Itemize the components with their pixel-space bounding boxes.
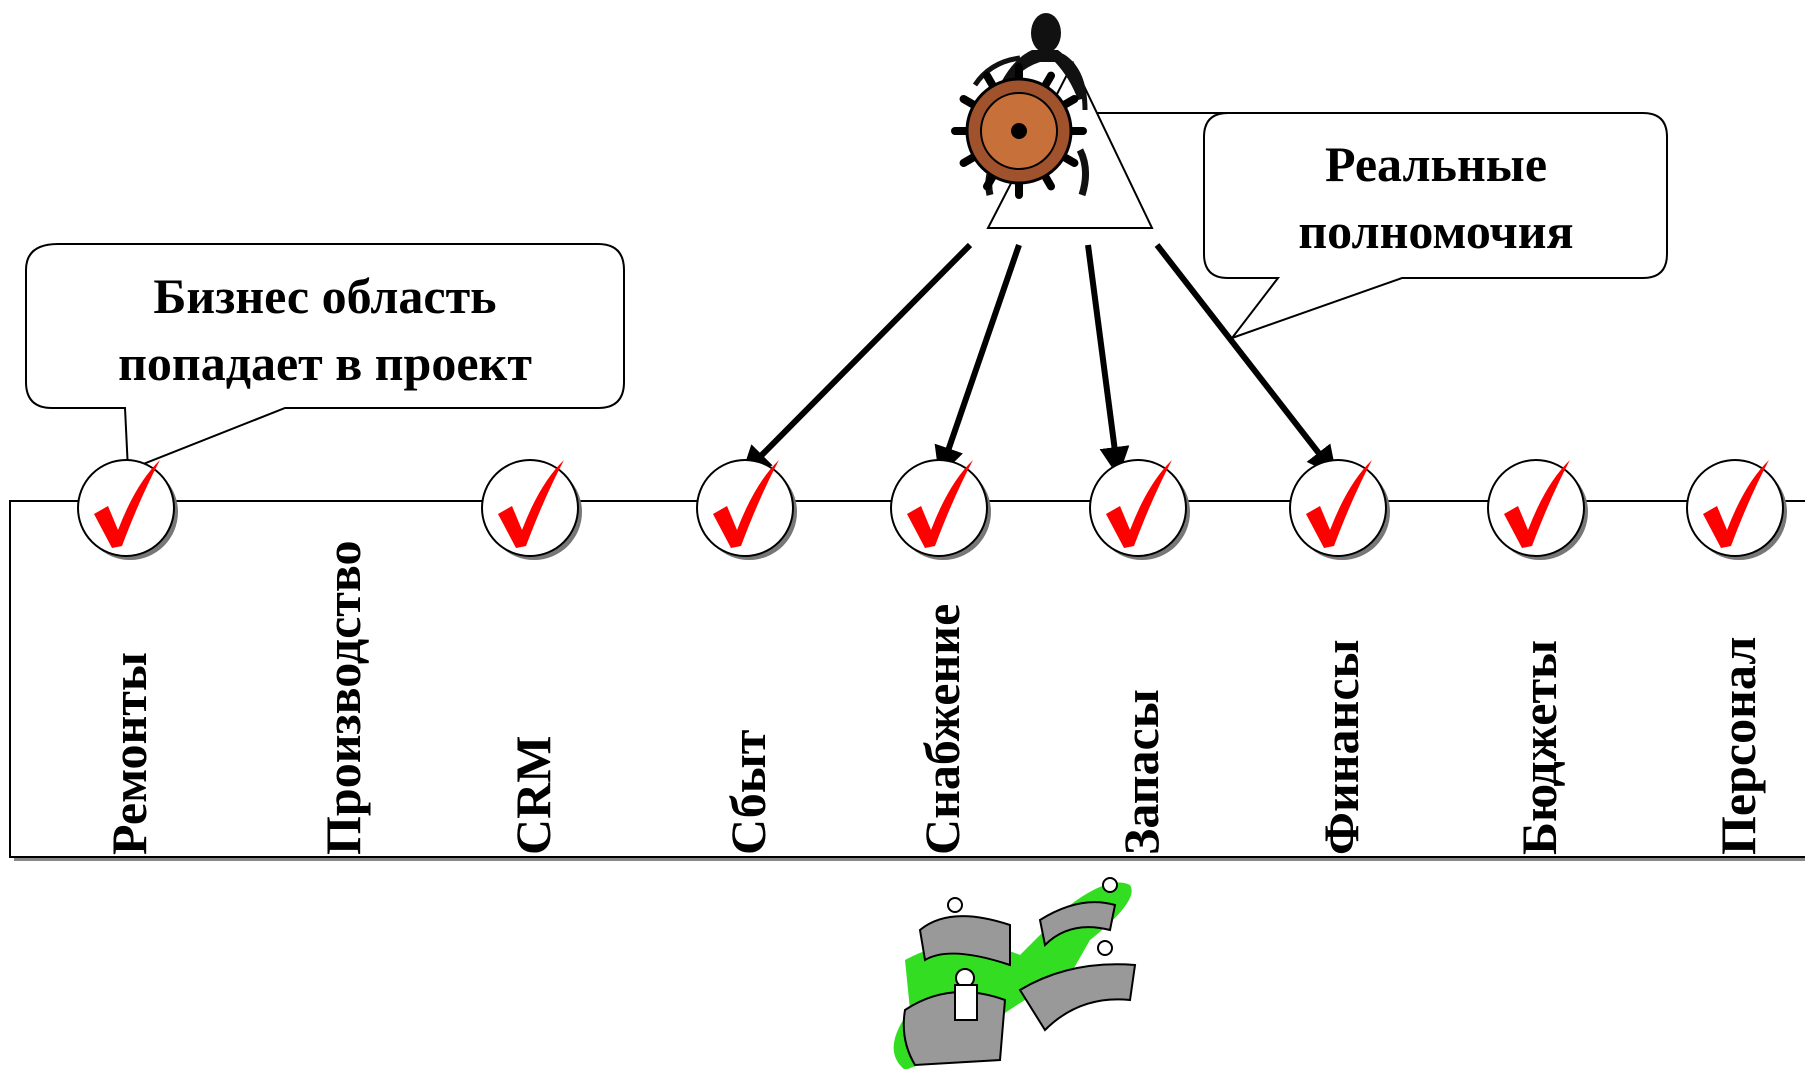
area-label: Производство — [315, 540, 371, 855]
area-label: CRM — [505, 736, 561, 855]
arrow-to-finansy — [1154, 243, 1338, 477]
checkmark-icon — [1487, 459, 1588, 560]
area-label: Финансы — [1313, 639, 1369, 855]
area-column: Персонал — [1686, 459, 1787, 855]
helmsman-wheel-icon — [951, 13, 1089, 199]
arrow-to-zapasy — [1085, 244, 1130, 477]
area-label: Ремонты — [101, 652, 157, 855]
area-label: Снабжение — [914, 604, 970, 855]
checkmark-icon — [1089, 459, 1190, 560]
area-label: Запасы — [1113, 689, 1169, 855]
callout-right-line2: полномочия — [1298, 203, 1573, 259]
area-column: Сбыт — [696, 459, 797, 855]
people-on-bridges-icon — [893, 877, 1137, 1069]
checkmark-icon — [890, 459, 991, 560]
business-areas-band — [9, 500, 1805, 861]
checkmark-icon — [1686, 459, 1787, 560]
callout-right: Реальные полномочия — [1090, 112, 1668, 341]
arrow-to-snabzhenie — [934, 244, 1022, 477]
area-column: Запасы — [1089, 459, 1190, 855]
checkmark-icon — [481, 459, 582, 560]
area-column: Бюджеты — [1487, 459, 1588, 855]
checkmark-icon — [696, 459, 797, 560]
checkmark-icon — [77, 459, 178, 560]
area-column: CRM — [481, 459, 582, 855]
area-column: Ремонты — [77, 459, 178, 855]
area-label: Персонал — [1710, 637, 1766, 855]
callout-right-line1: Реальные — [1325, 136, 1547, 192]
area-label: Бюджеты — [1511, 640, 1567, 855]
area-column: Производство — [315, 540, 371, 855]
area-label: Сбыт — [720, 730, 776, 855]
area-column: Снабжение — [890, 459, 991, 855]
arrow-to-sbyt — [740, 242, 973, 477]
callout-left-line2: попадает в проект — [118, 335, 532, 391]
area-column: Финансы — [1289, 459, 1390, 855]
callout-left-line1: Бизнес область — [153, 268, 496, 324]
checkmark-icon — [1289, 459, 1390, 560]
callout-left: Бизнес область попадает в проект — [25, 243, 625, 472]
authority-arrows — [740, 242, 1338, 477]
